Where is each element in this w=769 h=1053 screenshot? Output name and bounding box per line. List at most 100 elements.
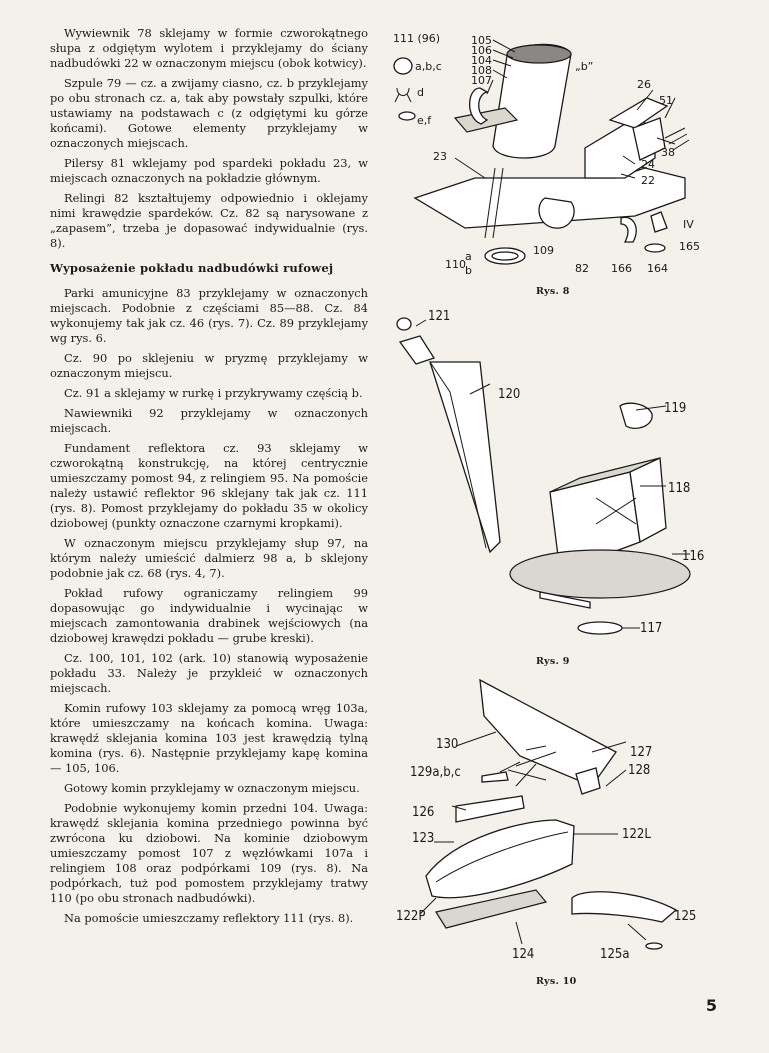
label-119: 119 [664,401,686,416]
label-110: 110 [445,258,466,271]
label-106: 106 [471,44,492,57]
part-130-detail [499,745,547,773]
caption-rys8: Rys. 8 [536,286,570,297]
label-164: 164 [647,262,668,275]
label-104: 104 [471,54,492,67]
paragraph: Pokład rufowy ograniczamy relingiem 99 d… [50,586,368,645]
part-26 [608,97,669,129]
part-164 [644,243,666,253]
part-24 [632,117,666,161]
label-121: 121 [428,309,450,324]
label-123: 123 [412,831,434,846]
railing-108 [468,87,489,125]
paragraph: Szpule 79 — cz. a zwijamy ciasno, cz. b … [50,76,368,150]
label-82: 82 [575,262,589,275]
label-122P: 122P [396,909,425,924]
label-129abc: 129a,b,c [410,765,461,780]
label-127: 127 [630,745,652,760]
part-125a [645,942,663,950]
funnel-base [492,145,556,159]
figure-rys8: 111 (96) 105 106 104 108 107 „b” a,b,c d… [385,28,715,280]
label-38: 38 [661,146,675,159]
paragraph: Pilersy 81 wklejamy pod spardeki pokładu… [50,156,368,185]
label-abc: a,b,c [415,60,442,73]
crane-arm-edge [429,361,487,549]
leaders-right [454,89,676,179]
funnel-cap [506,44,572,64]
rys9-drawing: 121 120 119 118 116 117 [396,309,704,636]
paragraph: Nawiewniki 92 przyklejamy w oznaczonych … [50,406,368,435]
label-108: 108 [471,64,492,77]
caption-rys9: Rys. 9 [536,656,570,667]
page-number: 5 [705,996,717,1015]
paragraph: Podobnie wykonujemy komin przedni 104. U… [50,801,368,905]
label-130: 130 [436,737,458,752]
part-127 [575,767,601,795]
label-166: 166 [611,262,632,275]
part-125 [571,891,678,923]
label-26: 26 [637,78,651,91]
part-d-shape [394,87,412,103]
label-105: 105 [471,34,492,47]
rys9-leaders [415,319,690,629]
paragraph: Cz. 100, 101, 102 (ark. 10) stanowią wyp… [50,651,368,695]
support-109 [484,167,504,239]
label-165: 165 [679,240,700,253]
housing-118-side [629,457,667,544]
rys10-drawing: 130 127 128 129a,b,c 126 123 122L 122P 1… [396,678,696,962]
label-51: 51 [659,94,673,107]
part-ef-shape [398,111,416,121]
part-166 [620,216,637,243]
paragraph: Na pomoście umieszczamy reflektory 111 (… [64,911,354,925]
label-22: 22 [641,174,655,187]
paragraph: Komin rufowy 103 sklejamy za pomocą wręg… [50,701,368,775]
label-122L: 122L [622,827,651,842]
label-116: 116 [682,549,704,564]
base-116 [509,549,691,599]
part-165 [650,211,668,233]
label-111-96: 111 (96) [393,32,440,45]
label-125a: 125a [600,947,630,962]
raft-110-inner [491,251,519,261]
instructions-column: Wywiewnik 78 sklejamy w formie czworokąt… [50,26,368,931]
deck-23 [413,167,686,229]
rys10-leaders [419,731,647,945]
hull-122-seam [435,831,569,883]
rys8-drawing: 111 (96) 105 106 104 108 107 „b” a,b,c d… [393,32,700,277]
label-124: 124 [512,947,534,962]
label-109: 109 [533,244,554,257]
base-116-edge [539,591,591,609]
paragraph: Fundament reflektora cz. 93 sklejamy w c… [50,441,368,530]
paragraph: Parki amunicyjne 83 przyklejamy w oznacz… [50,286,368,345]
label-d: d [417,86,424,99]
raft-82-shape [538,197,575,229]
figure-rys9: 121 120 119 118 116 117 [390,302,710,652]
label-110b: b [465,264,472,277]
label-118: 118 [668,481,690,496]
paragraph: Gotowy komin przyklejamy w oznaczonym mi… [64,781,360,795]
part-119 [619,402,653,429]
paragraph: Cz. 90 po sklejeniu w pryzmę przyklejamy… [50,351,368,380]
part-129 [481,771,509,783]
label-ef: e,f [417,114,432,127]
label-IV: IV [683,218,694,231]
part-117 [577,621,623,635]
caption-rys10: Rys. 10 [536,976,577,987]
searchlight-111 [393,57,413,75]
label-107: 107 [471,74,492,87]
propeller [507,763,547,787]
label-125: 125 [674,909,696,924]
label-110a: a [465,250,472,263]
label-126: 126 [412,805,434,820]
part-126 [455,795,525,823]
crane-head [398,335,435,365]
label-b-quote: „b” [575,60,593,73]
housing-118-cross [595,497,637,525]
label-128: 128 [628,763,650,778]
hull-122 [425,819,575,899]
paragraph: W oznaczonym miejscu przyklejamy słup 97… [50,536,368,580]
label-120: 120 [498,387,520,402]
paragraph: Wywiewnik 78 sklejamy w formie czworokąt… [50,26,368,70]
ladder-38 [664,127,690,151]
